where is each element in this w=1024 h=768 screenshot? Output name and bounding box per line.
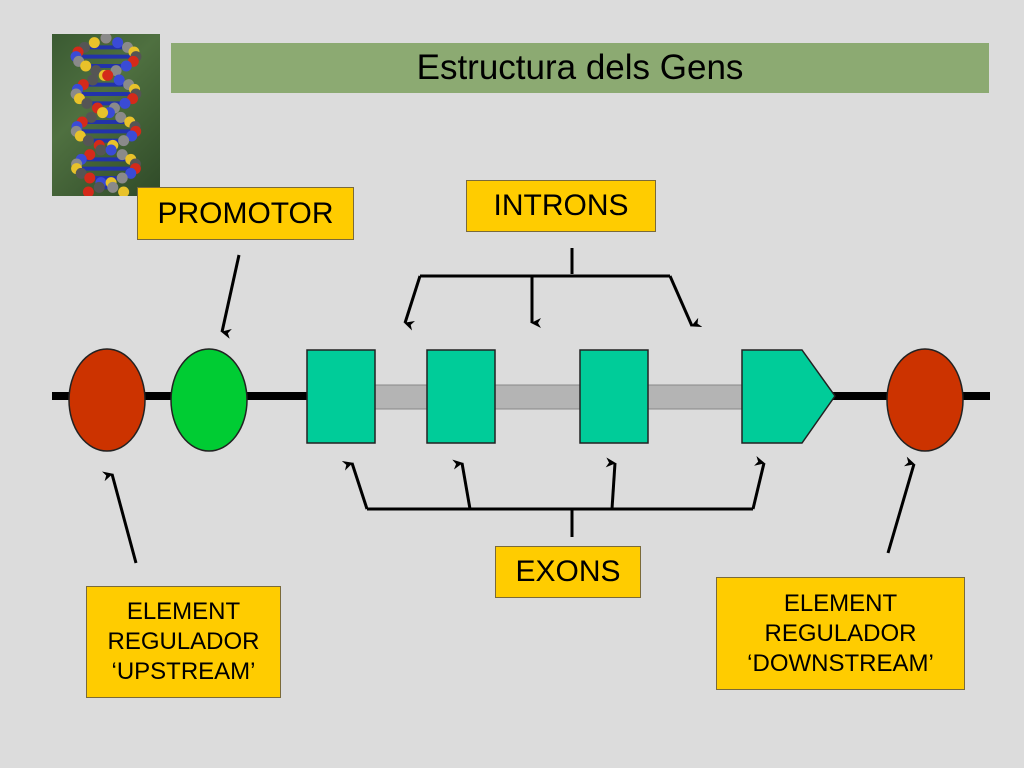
helix-atom <box>80 60 92 72</box>
helix-atom <box>82 186 94 196</box>
helix-atom <box>113 74 125 86</box>
downstream-arrow <box>886 456 916 554</box>
upstream-regulator-element <box>68 348 146 452</box>
promoter-element <box>170 348 248 452</box>
helix-atom <box>107 181 119 193</box>
downstream-label-line: REGULADOR <box>764 619 917 647</box>
upstream-label: ELEMENT REGULADOR ‘UPSTREAM’ <box>86 586 281 698</box>
helix-atom <box>90 65 102 77</box>
exon-block <box>306 349 376 444</box>
upstream-arrow <box>102 471 138 564</box>
helix-atom <box>84 149 96 161</box>
helix-atom <box>119 97 131 109</box>
helix-atom <box>110 65 122 77</box>
dna-helix-icon <box>70 34 142 196</box>
introns-label-text: INTRONS <box>493 189 629 222</box>
introns-bracket <box>403 248 703 331</box>
exons-label: EXONS <box>495 546 641 598</box>
helix-atom <box>93 181 105 193</box>
promotor-label: PROMOTOR <box>137 187 354 240</box>
upstream-label-line: ‘UPSTREAM’ <box>111 658 256 685</box>
helix-atom <box>81 97 93 109</box>
helix-atom <box>100 34 112 44</box>
promotor-label-text: PROMOTOR <box>157 196 334 230</box>
helix-atom <box>102 69 114 81</box>
helix-atom <box>120 60 132 72</box>
exons-bracket <box>341 456 766 537</box>
exon-block <box>579 349 649 444</box>
exon-block <box>426 349 496 444</box>
helix-atom <box>112 37 124 49</box>
helix-atom <box>116 149 128 161</box>
helix-atom <box>75 167 87 179</box>
helix-atom <box>118 135 130 147</box>
downstream-label: ELEMENT REGULADOR ‘DOWNSTREAM’ <box>716 577 965 690</box>
helix-atom <box>97 107 109 119</box>
downstream-regulator-element <box>886 348 964 452</box>
downstream-label-line: ELEMENT <box>783 589 898 617</box>
introns-label: INTRONS <box>466 180 656 232</box>
helix-atom <box>118 186 130 196</box>
helix-atom <box>125 167 137 179</box>
upstream-label-line: REGULADOR <box>107 628 260 655</box>
exons-label-text: EXONS <box>515 555 621 588</box>
dna-helix-image <box>52 34 160 196</box>
exon-block-last <box>741 349 836 444</box>
helix-atom <box>84 172 96 184</box>
helix-atom <box>115 111 127 123</box>
upstream-label-line: ELEMENT <box>126 598 241 625</box>
helix-atom <box>85 111 97 123</box>
helix-atom <box>88 37 100 49</box>
helix-atom <box>74 130 86 142</box>
page-title: Estructura dels Gens <box>416 48 744 87</box>
downstream-label-line: ‘DOWNSTREAM’ <box>747 649 934 677</box>
helix-atom <box>95 144 107 156</box>
helix-atom <box>105 144 117 156</box>
title-bar: Estructura dels Gens <box>171 43 989 93</box>
helix-atom <box>82 135 94 147</box>
helix-atom <box>126 130 138 142</box>
helix-atom <box>116 172 128 184</box>
promotor-arrow <box>220 254 241 339</box>
helix-atom <box>87 74 99 86</box>
